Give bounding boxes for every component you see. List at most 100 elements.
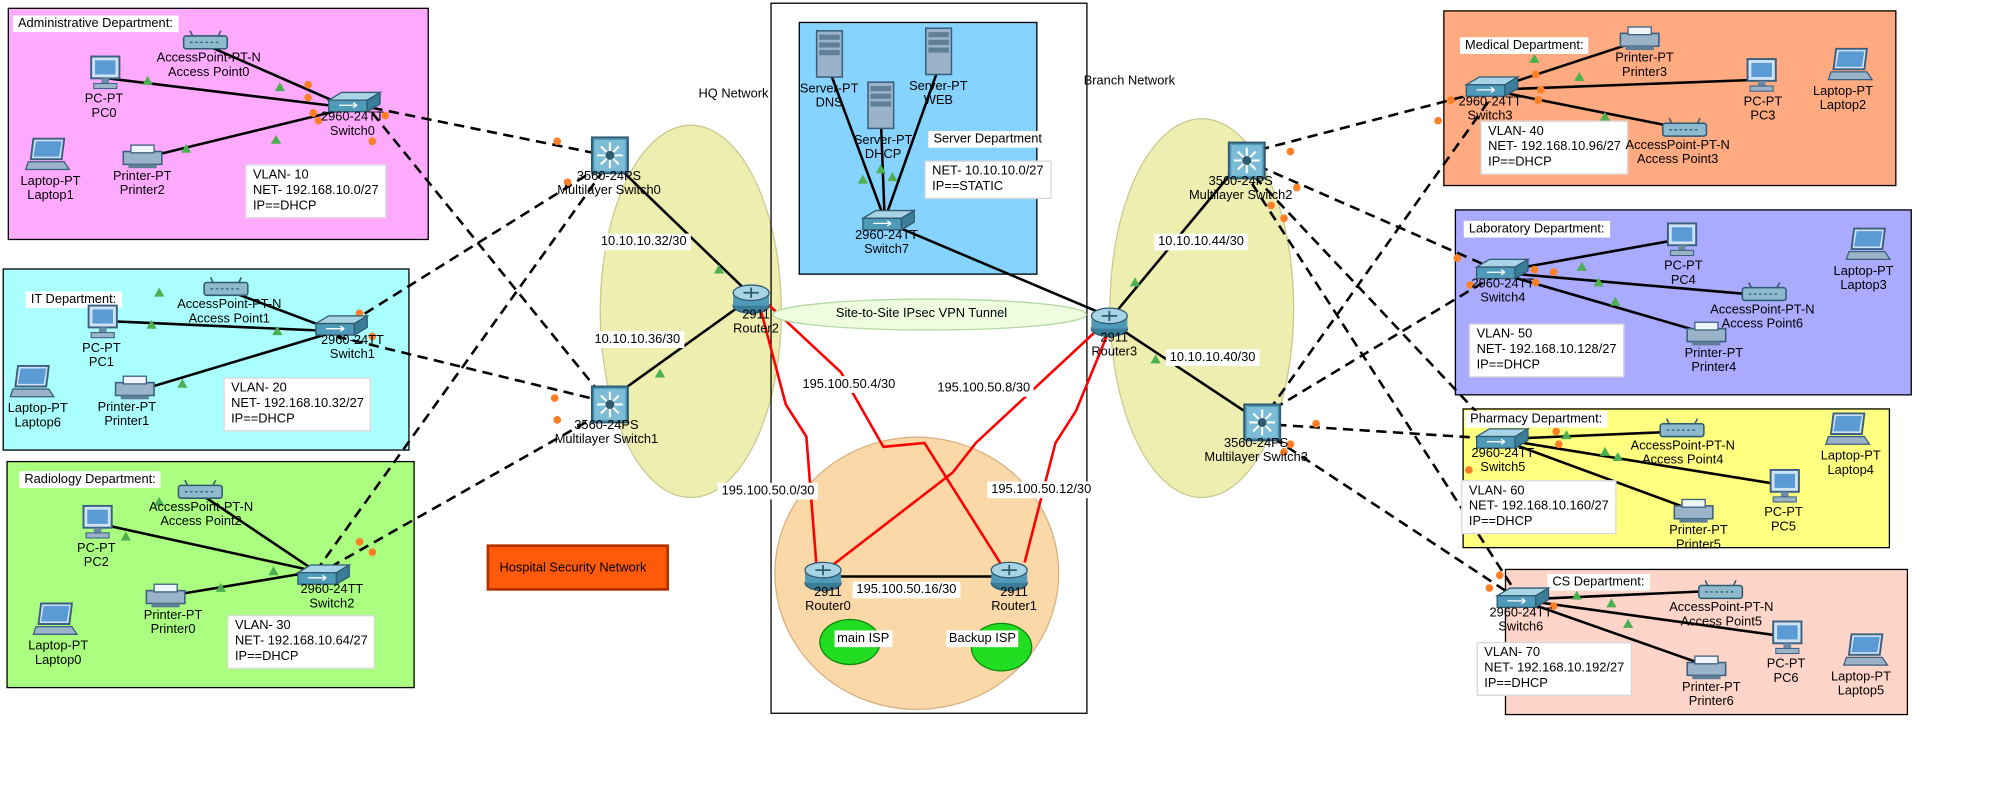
- link-msw3-sw4: [1258, 273, 1497, 419]
- ap-icon: [1697, 580, 1744, 600]
- link-r2-r0: [756, 297, 818, 568]
- link-r2-r1: [764, 300, 1003, 566]
- link-pending-marker: [355, 537, 364, 546]
- vpn-tunnel: [772, 298, 1087, 331]
- subnet-r2-r1: 195.100.50.4/30: [798, 376, 900, 393]
- device-hostname: Switch4: [1480, 291, 1526, 306]
- link-pending-marker: [1554, 440, 1563, 449]
- server-title: Server Department: [928, 130, 1048, 148]
- device-hostname: Laptop5: [1837, 684, 1885, 699]
- ap-icon: [203, 276, 249, 297]
- device-hostname: Switch1: [329, 347, 375, 363]
- ap-icon: [1741, 282, 1787, 302]
- device-model: Laptop-PT: [1830, 670, 1891, 685]
- radiology-vlan-info: VLAN- 30 NET- 192.168.10.64/27 IP==DHCP: [227, 615, 376, 669]
- printer-icon: [1685, 321, 1729, 347]
- link-pending-marker: [1534, 96, 1543, 105]
- laptop-icon: [24, 137, 71, 172]
- device-model: AccessPoint-PT-N: [148, 500, 254, 515]
- device-model: 2911: [814, 585, 842, 600]
- device-model: 2960-24TT: [1489, 606, 1553, 621]
- subnet-r2-r0: 195.100.50.0/30: [717, 482, 819, 500]
- device-hostname: Switch2: [309, 597, 355, 612]
- link-up-marker: [181, 143, 192, 153]
- printer-icon: [1672, 498, 1716, 524]
- device-hostname: Printer2: [119, 183, 165, 198]
- msw-icon: [1227, 141, 1267, 180]
- wan-links: [756, 297, 1114, 569]
- device-hostname: PC4: [1670, 273, 1696, 288]
- pc-icon: [1769, 620, 1805, 655]
- link-sw6-printer6: [1518, 598, 1706, 667]
- laptop-icon: [1842, 633, 1889, 667]
- pharmacy-net: NET- 192.168.10.160/27: [1468, 499, 1609, 514]
- link-up-marker: [270, 134, 282, 144]
- lab-vlan-info: VLAN- 50 NET- 192.168.10.128/27 IP==DHCP: [1468, 323, 1625, 378]
- router-icon: [1090, 306, 1128, 338]
- link-pending-marker: [314, 116, 323, 125]
- device-model: PC-PT: [77, 541, 116, 556]
- device-hostname: PC2: [83, 555, 109, 571]
- device-hostname: Printer6: [1688, 694, 1734, 709]
- admin-vlan-info: VLAN- 10 NET- 192.168.10.0/27 IP==DHCP: [245, 164, 387, 219]
- link-sw1-msw0: [335, 161, 607, 333]
- cs-vlan: VLAN- 70: [1484, 645, 1540, 660]
- link-up-marker: [1599, 446, 1611, 456]
- link-pending-marker: [1434, 116, 1442, 125]
- ap-icon: [1659, 418, 1705, 438]
- device-model: Server-PT: [799, 82, 859, 97]
